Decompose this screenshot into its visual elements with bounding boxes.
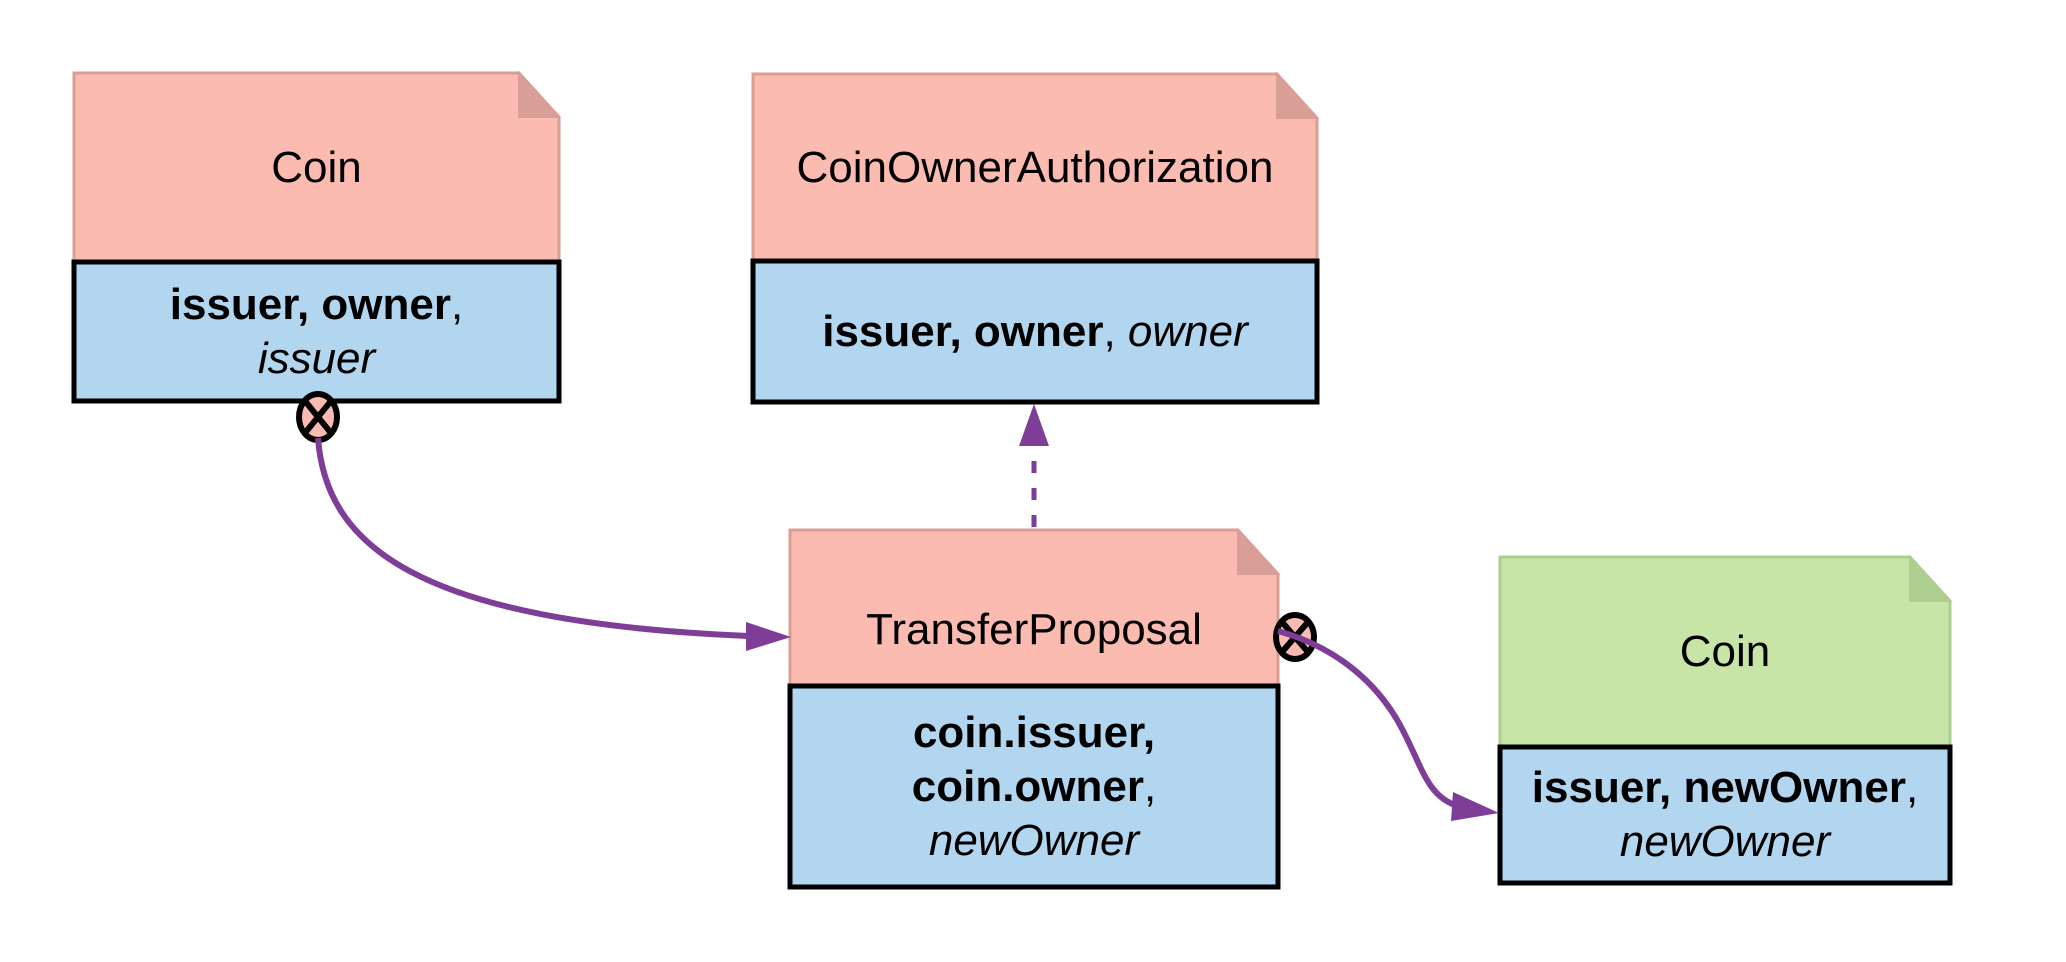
note-header	[751, 72, 1319, 263]
note-body	[750, 258, 1320, 405]
note-body	[787, 683, 1281, 890]
dashed-arrow-transfer-proposal-to-authorization	[1019, 404, 1049, 527]
note-body	[1497, 744, 1953, 886]
note-header	[788, 528, 1280, 688]
folded-corner-icon	[518, 70, 562, 118]
note-body	[71, 259, 562, 404]
note-header	[1498, 555, 1952, 749]
arrow-coin-to-transfer-proposal	[315, 437, 791, 651]
arrowhead-icon	[1019, 404, 1049, 446]
arrowhead-icon	[1451, 792, 1499, 821]
folded-corner-icon	[1909, 554, 1953, 602]
note-transfer-proposal-shape	[787, 527, 1281, 890]
consume-marker-icon	[296, 391, 340, 443]
note-coin-owner-authorization-shape	[750, 71, 1320, 405]
note-coin-new-shape	[1497, 554, 1953, 886]
folded-corner-icon	[1276, 71, 1320, 119]
arrowhead-icon	[746, 622, 791, 651]
folded-corner-icon	[1237, 527, 1281, 575]
arrow-transfer-proposal-to-new-coin	[1277, 628, 1499, 821]
note-header	[72, 71, 561, 264]
note-coin-old-shape	[71, 70, 562, 404]
